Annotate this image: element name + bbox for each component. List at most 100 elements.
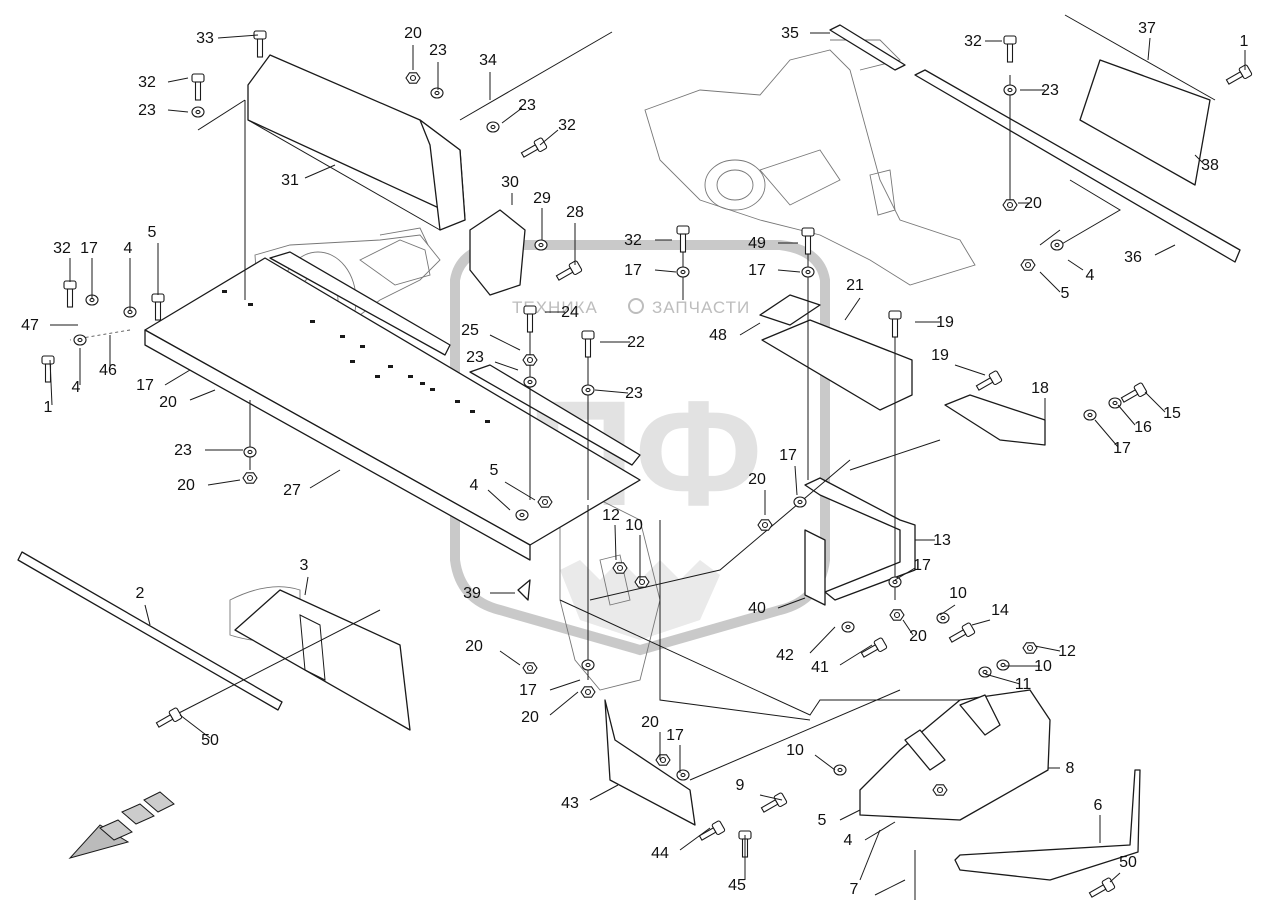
mounting-hole xyxy=(375,375,380,378)
callout-leader xyxy=(874,879,906,896)
washer xyxy=(833,764,847,776)
callout-label: 23 xyxy=(466,349,484,366)
callout-label: 17 xyxy=(624,262,642,279)
callout-label: 4 xyxy=(124,240,133,257)
bolt xyxy=(760,792,788,813)
bolt xyxy=(41,355,55,383)
callout-label: 10 xyxy=(625,517,643,534)
callout-leader xyxy=(189,389,216,401)
callout-label: 28 xyxy=(566,204,584,221)
callout-label: 32 xyxy=(624,232,642,249)
callout-label: 17 xyxy=(748,262,766,279)
bolt xyxy=(253,30,267,58)
callout-leader xyxy=(179,714,211,739)
callout-label: 1 xyxy=(44,399,53,416)
callout-leader xyxy=(304,576,309,596)
bolt xyxy=(801,227,815,255)
nut xyxy=(655,754,671,766)
nut xyxy=(1022,642,1038,654)
callout-label: 19 xyxy=(931,347,949,364)
bolt xyxy=(191,73,205,101)
bolt xyxy=(520,137,548,158)
callout-leader xyxy=(167,77,189,83)
callout-leader xyxy=(794,465,798,496)
callout-leader xyxy=(304,164,336,179)
callout-label: 43 xyxy=(561,795,579,812)
callout-label: 5 xyxy=(490,462,499,479)
callout-leader xyxy=(49,359,53,406)
callout-leader xyxy=(839,809,861,821)
callout-leader xyxy=(549,691,579,716)
nut xyxy=(889,609,905,621)
callout-leader xyxy=(809,626,836,654)
mounting-hole xyxy=(470,410,475,413)
washer xyxy=(123,306,137,318)
callout-leader xyxy=(164,369,191,386)
mounting-hole xyxy=(222,290,227,293)
strip-35 xyxy=(829,24,906,71)
strip-6 xyxy=(954,769,1141,881)
callout-leader xyxy=(207,479,241,486)
callout-label: 20 xyxy=(1024,195,1042,212)
callout-label: 23 xyxy=(138,102,156,119)
callout-leader xyxy=(839,644,873,666)
bolt xyxy=(1120,382,1148,403)
washer xyxy=(676,769,690,781)
plate-3 xyxy=(234,589,411,731)
washer xyxy=(534,239,548,251)
callout-label: 20 xyxy=(404,25,422,42)
callout-leader xyxy=(1117,404,1136,426)
callout-label: 31 xyxy=(281,172,299,189)
mounting-hole xyxy=(248,303,253,306)
bolt xyxy=(155,707,183,728)
mounting-hole xyxy=(350,360,355,363)
washer xyxy=(1083,409,1097,421)
bolt xyxy=(63,280,77,308)
nut xyxy=(405,72,421,84)
callout-label: 23 xyxy=(518,97,536,114)
callout-leader xyxy=(1147,37,1151,61)
callout-label: 35 xyxy=(781,25,799,42)
callout-label: 23 xyxy=(625,385,643,402)
callout-label: 20 xyxy=(521,709,539,726)
callout-label: 9 xyxy=(736,777,745,794)
callout-label: 5 xyxy=(818,812,827,829)
washer xyxy=(581,384,595,396)
washer xyxy=(676,266,690,278)
bracket-40 xyxy=(804,529,826,606)
strip-2 xyxy=(17,551,283,711)
nut xyxy=(242,472,258,484)
bracket-43 xyxy=(604,699,696,826)
callout-label: 39 xyxy=(463,585,481,602)
hood-8 xyxy=(859,689,1051,821)
callout-leader xyxy=(487,489,511,511)
callout-label: 32 xyxy=(558,117,576,134)
mounting-hole xyxy=(408,375,413,378)
bolt xyxy=(698,820,726,841)
callout-label: 11 xyxy=(1015,676,1032,693)
bolt xyxy=(860,637,888,658)
bolt xyxy=(1225,64,1253,85)
callout-label: 40 xyxy=(748,600,766,617)
callout-leader xyxy=(902,619,914,636)
callout-leader xyxy=(1109,872,1121,883)
callout-leader xyxy=(489,334,521,351)
callout-label: 10 xyxy=(1034,658,1052,675)
callout-label: 37 xyxy=(1138,20,1156,37)
callout-label: 27 xyxy=(283,482,301,499)
callout-label: 36 xyxy=(1124,249,1142,266)
callout-label: 45 xyxy=(728,877,746,894)
callout-label: 17 xyxy=(913,557,931,574)
callout-leader xyxy=(1067,259,1084,271)
nut xyxy=(580,686,596,698)
callout-label: 5 xyxy=(148,224,157,241)
washer xyxy=(996,659,1010,671)
callout-leader xyxy=(971,619,991,626)
callout-label: 49 xyxy=(748,235,766,252)
washer xyxy=(191,106,205,118)
callout-label: 1 xyxy=(1240,33,1249,50)
callout-label: 13 xyxy=(933,532,951,549)
bracket-30 xyxy=(469,209,526,296)
